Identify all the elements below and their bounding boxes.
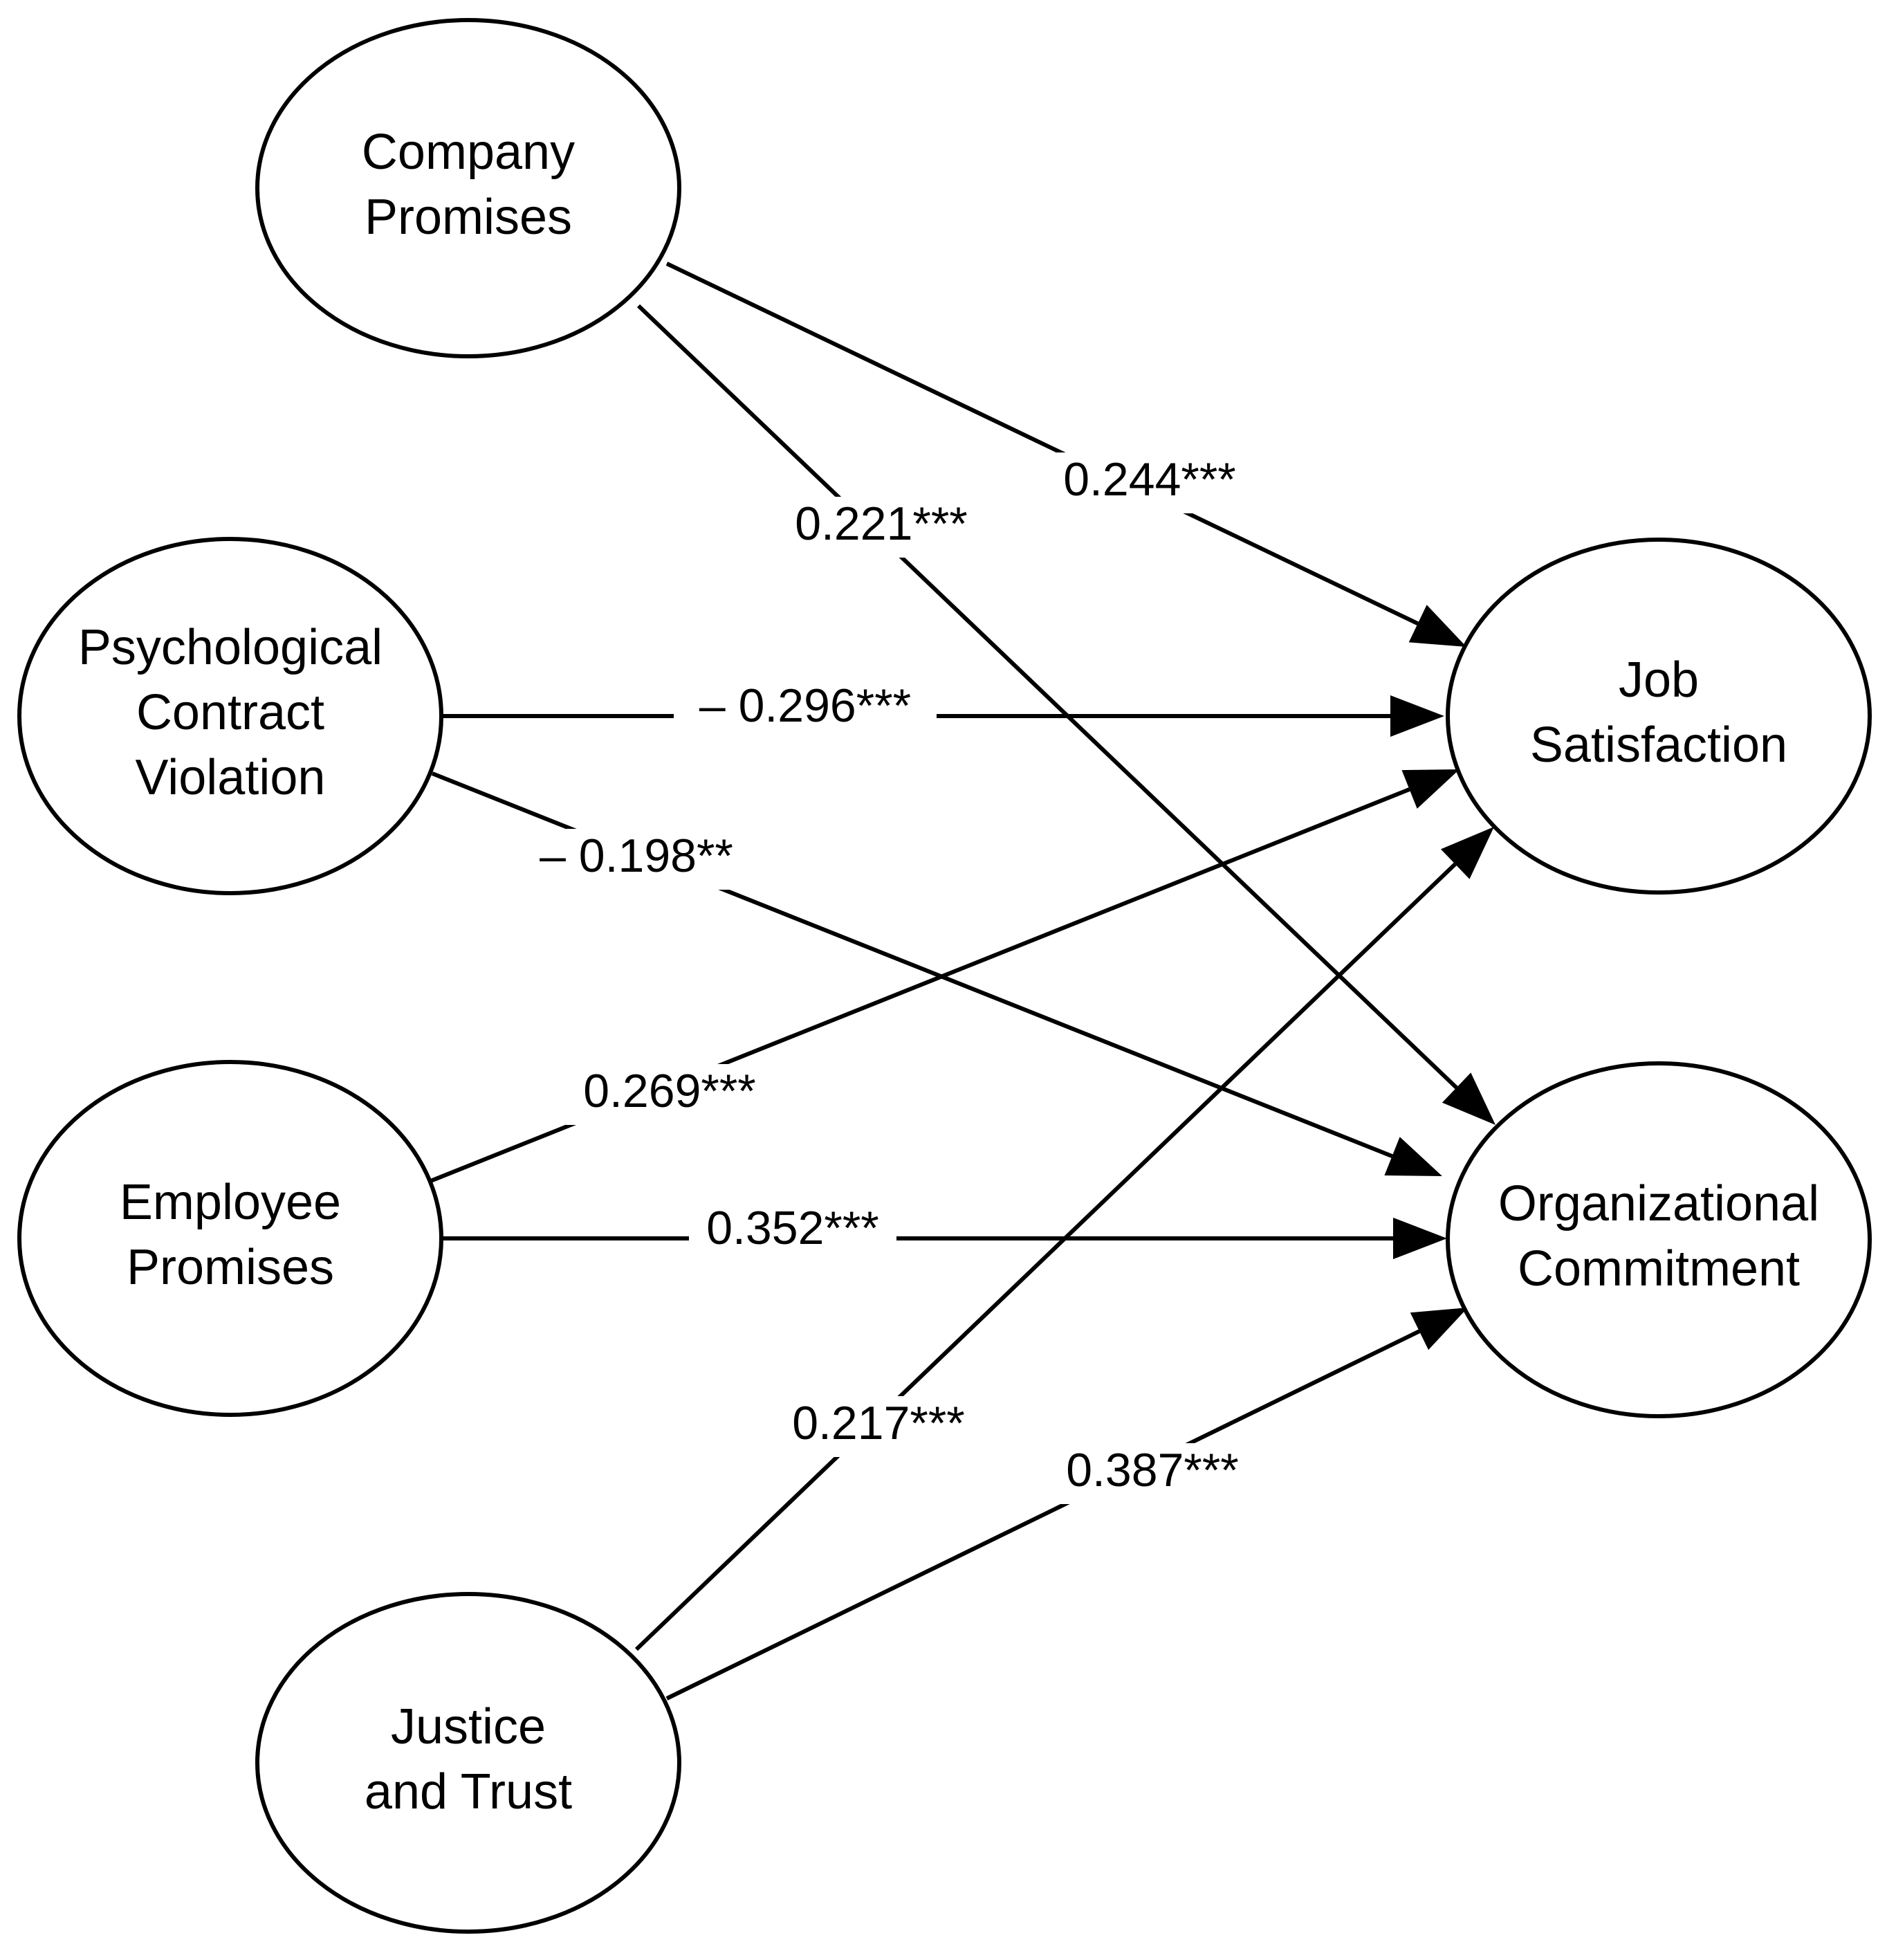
node-ellipse: [1446, 538, 1872, 895]
arrowhead-icon: [1410, 1308, 1468, 1350]
edge-justice_and_trust-to-organizational_commitment: [665, 1308, 1468, 1701]
arrowhead-icon: [1390, 695, 1444, 737]
edge-coefficient-label: 0.221***: [777, 497, 985, 558]
node-ellipse: [255, 18, 681, 358]
edge-coefficient-label: – 0.296***: [674, 679, 937, 740]
arrowhead-icon: [1384, 1137, 1442, 1176]
edge-label-background: [777, 497, 985, 558]
node-ellipse: [17, 1060, 443, 1417]
edge-coefficient-label: 0.387***: [1049, 1443, 1256, 1504]
node-label-line: Contract: [136, 685, 324, 740]
node-label-line: Satisfaction: [1530, 717, 1787, 773]
arrowhead-icon: [1442, 1072, 1495, 1125]
edge-coefficient-text: 0.244***: [1063, 453, 1236, 506]
node-ellipse: [1446, 1061, 1872, 1418]
edge-coefficient-label: – 0.198**: [519, 829, 754, 890]
node-label-line: Violation: [136, 750, 326, 805]
node-label-line: Commitment: [1518, 1241, 1800, 1297]
edge-coefficient-text: 0.217***: [792, 1397, 965, 1449]
edge-company_promises-to-organizational_commitment: [636, 304, 1495, 1125]
node-label-line: Job: [1619, 652, 1699, 708]
arrowhead-icon: [1408, 605, 1466, 647]
edge-justice_and_trust-to-job_satisfaction: [634, 827, 1494, 1651]
node-label-line: and Trust: [365, 1764, 572, 1820]
edge-coefficient-label: 0.269***: [566, 1064, 773, 1125]
edge-line: [665, 1329, 1421, 1701]
edge-company_promises-to-job_satisfaction: [665, 262, 1466, 647]
arrowhead-icon: [1393, 1218, 1447, 1259]
edge-label-background: [674, 679, 937, 740]
node-justice-and-trust: Justice and Trust: [255, 1592, 681, 1934]
edge-coefficient-text: 0.387***: [1066, 1444, 1239, 1496]
edge-coefficient-label: 0.244***: [1046, 452, 1253, 513]
edge-line: [636, 304, 1458, 1090]
node-ellipse: [255, 1592, 681, 1934]
node-label-line: Promises: [365, 190, 572, 245]
edge-coefficient-text: 0.221***: [795, 497, 968, 550]
edge-coefficient-label: 0.352***: [689, 1201, 896, 1262]
node-label-line: Psychological: [78, 620, 383, 675]
node-label-line: Promises: [127, 1240, 334, 1295]
node-label-line: Organizational: [1498, 1176, 1819, 1231]
node-label-line: Employee: [120, 1175, 341, 1230]
edge-coefficient-text: – 0.198**: [540, 830, 733, 882]
arrowhead-icon: [1440, 827, 1494, 879]
node-ellipse: [17, 537, 443, 895]
edge-label-background: [775, 1396, 982, 1457]
edge-label-background: [1049, 1443, 1256, 1504]
node-label-line: Company: [362, 125, 575, 180]
edge-employee_promises-to-organizational_commitment: [443, 1218, 1447, 1259]
arrowhead-icon: [1401, 769, 1460, 809]
edge-label-background: [689, 1201, 896, 1262]
edge-label-background: [566, 1064, 773, 1125]
edge-line: [665, 262, 1419, 625]
edge-psychological_contract_violation-to-job_satisfaction: [443, 695, 1444, 737]
edge-coefficient-text: 0.269***: [583, 1065, 756, 1117]
edge-coefficient-text: 0.352***: [706, 1202, 879, 1254]
edge-label-background: [519, 829, 754, 890]
edge-coefficient-text: – 0.296***: [699, 679, 911, 732]
edge-coefficient-label: 0.217***: [775, 1396, 982, 1457]
edge-label-background: [1046, 452, 1253, 513]
edge-line: [634, 862, 1457, 1651]
node-label-line: Justice: [391, 1699, 546, 1755]
